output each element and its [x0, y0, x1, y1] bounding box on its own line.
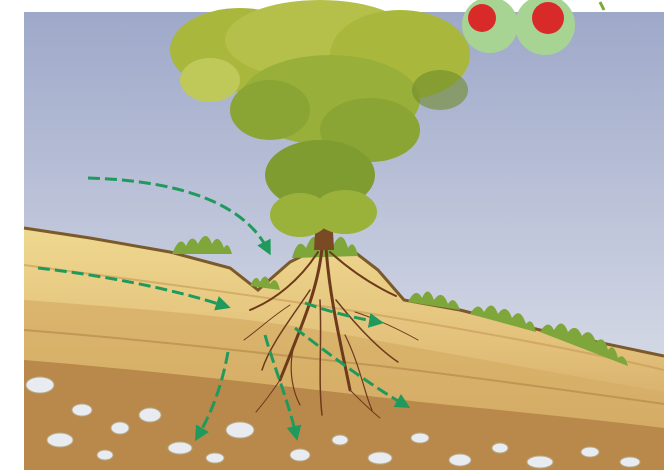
stone-icon — [111, 422, 129, 434]
stone-icon — [449, 454, 471, 466]
stone-icon — [139, 408, 161, 422]
stone-icon — [206, 453, 224, 463]
stone-icon — [527, 456, 553, 468]
stone-icon — [368, 452, 392, 464]
stone-icon — [226, 422, 254, 438]
stone-icon — [581, 447, 599, 457]
stone-icon — [411, 433, 429, 443]
stone-icon — [47, 433, 73, 447]
stone-icon — [332, 435, 348, 445]
stone-icon — [168, 442, 192, 454]
stone-icon — [492, 443, 508, 453]
stone-icon — [72, 404, 92, 416]
stone-icon — [97, 450, 113, 460]
stone-icon — [620, 457, 640, 467]
stone-icon — [290, 449, 310, 461]
stone-icon — [26, 377, 54, 393]
